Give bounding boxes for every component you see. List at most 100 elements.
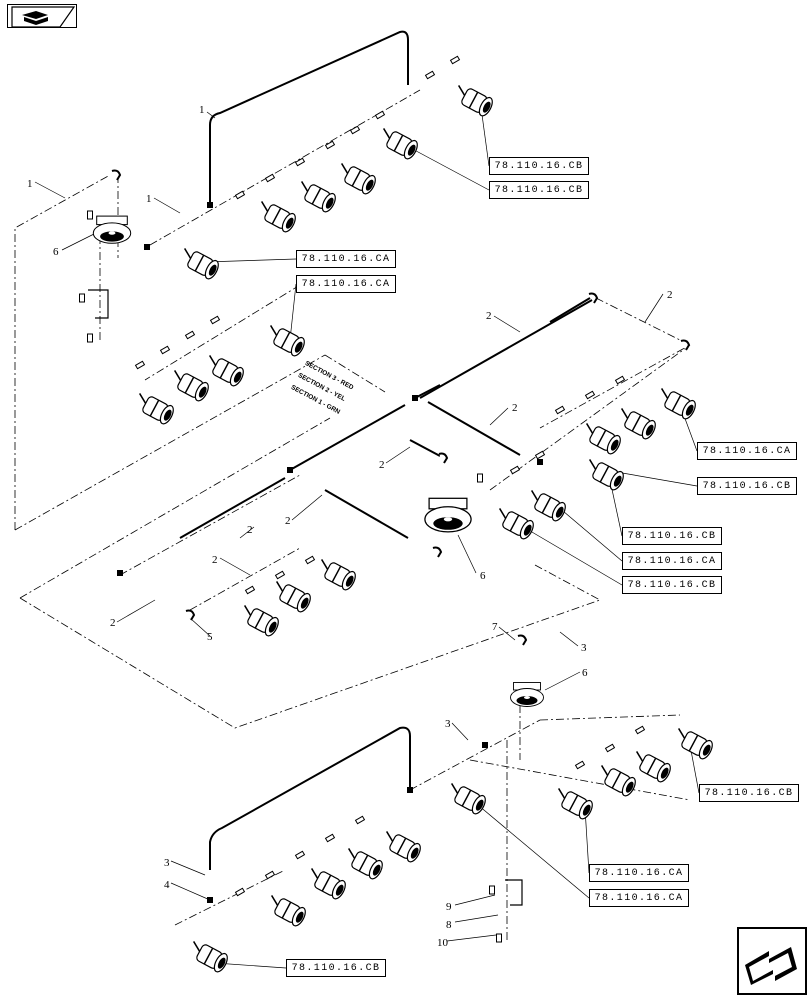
ref-box[interactable]: 78.110.16.CB xyxy=(489,157,589,175)
ref-box[interactable]: 78.110.16.CA xyxy=(697,442,797,460)
valve-body xyxy=(510,682,544,707)
leader-line xyxy=(206,111,216,119)
hose-clamp xyxy=(634,725,646,735)
ref-box[interactable]: 78.110.16.CB xyxy=(622,527,722,545)
ref-box[interactable]: 78.110.16.CA xyxy=(296,250,396,268)
assembly-line xyxy=(174,869,286,926)
leader-line xyxy=(153,197,181,214)
forward-arrow-icon xyxy=(745,947,797,985)
elbow-fitting xyxy=(588,292,599,304)
leader-line xyxy=(544,671,581,691)
ref-box[interactable]: 78.110.16.CA xyxy=(589,864,689,882)
item-callout: 2 xyxy=(379,459,385,471)
hose-clamp xyxy=(244,585,256,595)
hose-line xyxy=(324,489,409,539)
assembly-line xyxy=(539,714,681,721)
leader-line xyxy=(291,494,323,521)
assembly-line xyxy=(14,174,111,530)
ref-box[interactable]: 78.110.16.CA xyxy=(622,552,722,570)
leader-line xyxy=(61,231,99,251)
elbow-fitting xyxy=(432,546,443,558)
bolt xyxy=(87,333,93,343)
tee-fitting xyxy=(412,395,418,401)
nozzle-body xyxy=(173,370,209,402)
nozzle-body xyxy=(340,163,376,195)
tee-fitting xyxy=(207,202,213,208)
leader-line xyxy=(219,557,251,576)
assembly-line xyxy=(324,354,386,393)
elbow-fitting xyxy=(438,452,449,464)
hose-clamp xyxy=(304,555,316,565)
leader-line xyxy=(170,882,211,901)
nozzle-body xyxy=(450,783,486,815)
tee-fitting xyxy=(407,787,413,793)
ref-box[interactable]: 78.110.16.CB xyxy=(622,576,722,594)
mounting-bracket xyxy=(88,289,109,319)
assembly-line xyxy=(409,719,541,791)
hose-line xyxy=(179,477,286,539)
ref-box[interactable]: 78.110.16.CB xyxy=(286,959,386,977)
item-callout: 2 xyxy=(212,554,218,566)
tee-fitting xyxy=(207,897,213,903)
hose-clamp xyxy=(449,55,461,65)
ref-box[interactable]: 78.110.16.CB xyxy=(697,477,797,495)
ref-box[interactable]: 78.110.16.CA xyxy=(296,275,396,293)
back-nav-button[interactable] xyxy=(7,4,77,28)
leader-line xyxy=(404,144,490,191)
item-callout: 7 xyxy=(492,621,498,633)
hose-clamp xyxy=(574,760,586,770)
back-arrow-icon xyxy=(11,6,76,28)
hose-clamp xyxy=(324,140,336,150)
tee-fitting xyxy=(144,244,150,250)
hose-clamp xyxy=(264,870,276,880)
item-callout: 6 xyxy=(480,570,486,582)
nozzle-body xyxy=(270,895,306,927)
hose-line xyxy=(289,404,406,471)
valve-body xyxy=(92,215,132,244)
leader-line xyxy=(584,807,590,874)
bolt xyxy=(496,933,502,943)
item-callout: 6 xyxy=(582,667,588,679)
ref-box[interactable]: 78.110.16.CB xyxy=(489,181,589,199)
leader-line xyxy=(498,626,516,641)
nozzle-body xyxy=(457,85,493,117)
assembly-line xyxy=(469,759,691,801)
forward-nav-button[interactable] xyxy=(737,927,807,995)
leader-line xyxy=(170,860,206,876)
hose-clamp xyxy=(354,815,366,825)
leader-line xyxy=(214,962,287,969)
item-callout: 2 xyxy=(667,289,673,301)
item-callout: 9 xyxy=(446,901,452,913)
hose-clamp xyxy=(584,390,596,400)
hose-clamp xyxy=(234,887,246,897)
hose-clamp xyxy=(294,157,306,167)
hose-clamp xyxy=(349,125,361,135)
item-callout: 2 xyxy=(285,515,291,527)
leader-line xyxy=(454,914,499,923)
leader-line xyxy=(471,799,590,899)
assembly-line xyxy=(489,344,691,491)
hose-line xyxy=(209,30,409,205)
nozzle-body xyxy=(677,728,713,760)
nozzle-body xyxy=(138,393,174,425)
leader-line xyxy=(559,631,579,647)
assembly-line xyxy=(144,284,301,381)
nozzle-body xyxy=(243,605,279,637)
leader-line xyxy=(489,407,509,426)
hose-clamp xyxy=(274,570,286,580)
ref-box[interactable]: 78.110.16.CA xyxy=(589,889,689,907)
leader-line xyxy=(289,283,297,341)
hose-clamp xyxy=(294,850,306,860)
item-callout: 2 xyxy=(110,617,116,629)
nozzle-body xyxy=(300,181,336,213)
nozzle-body xyxy=(530,490,566,522)
ref-box[interactable]: 78.110.16.CB xyxy=(699,784,799,802)
elbow-fitting xyxy=(680,339,691,351)
hose-clamp xyxy=(159,345,171,355)
nozzle-body xyxy=(192,941,228,973)
hose-clamp xyxy=(534,450,546,460)
assembly-line xyxy=(189,547,301,611)
tee-fitting xyxy=(537,459,543,465)
leader-line xyxy=(34,181,66,199)
